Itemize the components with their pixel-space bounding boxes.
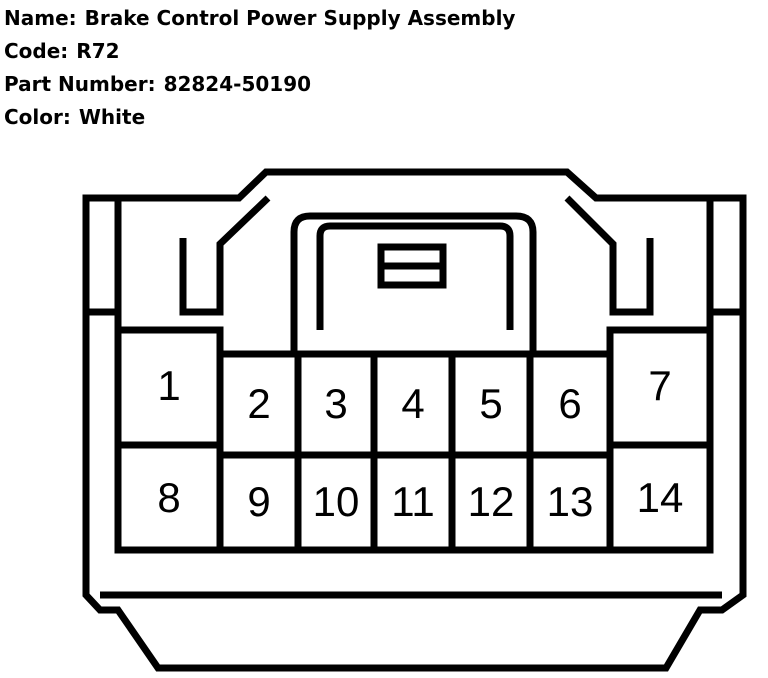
- pin-cavity-5: [448, 350, 534, 459]
- pin-number: 11: [391, 478, 435, 525]
- color-row: Color: White: [4, 101, 515, 134]
- pin-cavity-8: [114, 441, 224, 554]
- pin-number: 8: [157, 474, 180, 521]
- lock-lever-outer: [179, 195, 271, 316]
- color-label: Color:: [4, 105, 71, 129]
- pin-number: 6: [558, 380, 581, 427]
- pin-number: 13: [547, 478, 594, 525]
- pin-cavity-13: [526, 451, 614, 554]
- pin-number: 2: [247, 380, 270, 427]
- code-row: Code: R72: [4, 35, 515, 68]
- name-label: Name:: [4, 6, 77, 30]
- latch-channel: [290, 212, 537, 330]
- name-row: Name: Brake Control Power Supply Assembly: [4, 2, 515, 35]
- pin-cavity-14: [606, 441, 714, 554]
- part-number-row: Part Number: 82824-50190: [4, 68, 515, 101]
- pin-number: 12: [468, 478, 515, 525]
- pin-number: 10: [313, 478, 360, 525]
- part-number-label: Part Number:: [4, 72, 156, 96]
- pin-number: 14: [637, 474, 684, 521]
- color-value: White: [78, 105, 146, 129]
- pin-number: 4: [401, 380, 424, 427]
- pin-number: 5: [479, 380, 502, 427]
- housing-outline: [82, 168, 747, 672]
- code-value: R72: [76, 39, 120, 63]
- pin-number: 3: [324, 380, 347, 427]
- pin-number: 1: [157, 362, 180, 409]
- latch-inner: [316, 222, 514, 330]
- pin-number: 7: [648, 362, 671, 409]
- code-label: Code:: [4, 39, 69, 63]
- pin-number: 9: [247, 478, 270, 525]
- part-number-value: 82824-50190: [163, 72, 312, 96]
- connector-info: Name: Brake Control Power Supply Assembly…: [4, 2, 515, 134]
- name-value: Brake Control Power Supply Assembly: [84, 6, 516, 30]
- lock-lever-outer-right: [564, 195, 654, 316]
- pin-cavity-1: [114, 326, 224, 449]
